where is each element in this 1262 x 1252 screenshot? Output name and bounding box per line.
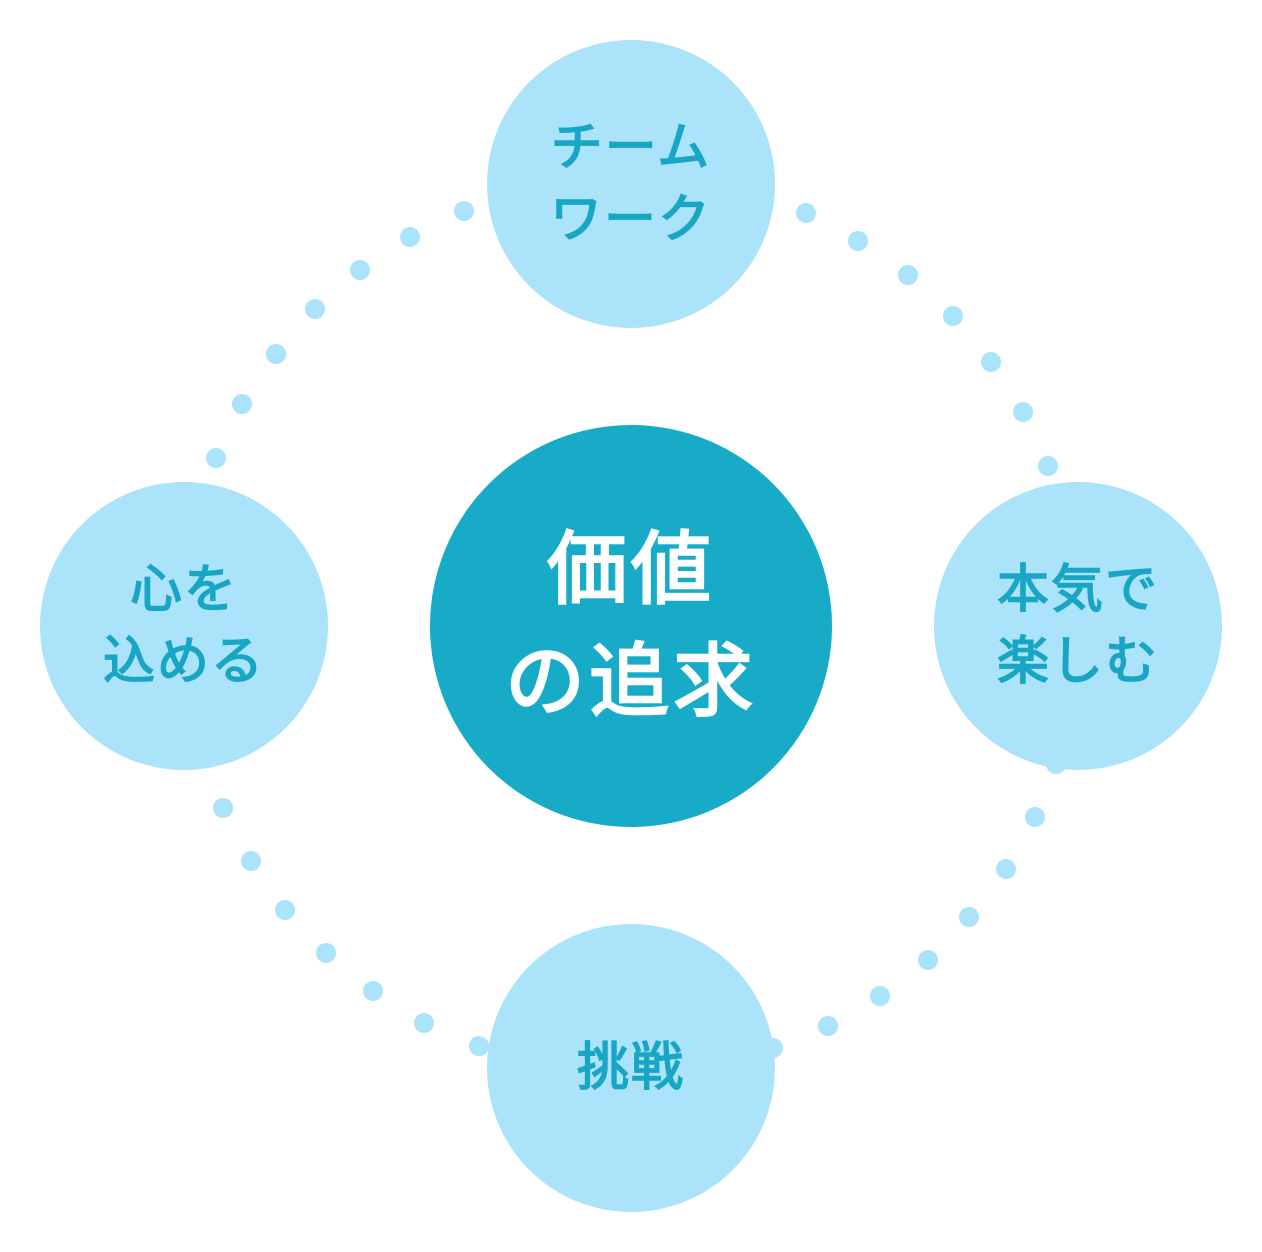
- value-circle-teamwork: チーム ワーク: [487, 40, 775, 328]
- connector-dot: [796, 203, 816, 223]
- connector-dot: [943, 306, 963, 326]
- connector-dot: [206, 448, 226, 468]
- connector-dot: [918, 950, 938, 970]
- value-label-teamwork: チーム ワーク: [549, 118, 712, 250]
- connector-dot: [818, 1016, 838, 1036]
- connector-dot: [213, 798, 233, 818]
- connector-dot: [454, 201, 474, 221]
- value-circle-wholehearted: 心を 込める: [40, 482, 328, 770]
- value-circle-challenge: 挑戦: [487, 924, 775, 1212]
- connector-dot: [469, 1036, 489, 1056]
- connector-dot: [1038, 456, 1058, 476]
- value-label-challenge: 挑戦: [576, 1038, 685, 1098]
- connector-dot: [400, 227, 420, 247]
- connector-dot: [898, 265, 918, 285]
- connector-dot: [363, 981, 383, 1001]
- connector-dot: [414, 1013, 434, 1033]
- connector-dot: [305, 299, 325, 319]
- connector-dot: [275, 900, 295, 920]
- connector-dot: [350, 260, 370, 280]
- value-label-enjoy-seriously: 本気で 楽しむ: [996, 560, 1159, 692]
- value-circle-enjoy-seriously: 本気で 楽しむ: [934, 482, 1222, 770]
- connector-dot: [870, 986, 890, 1006]
- connector-dot: [959, 907, 979, 927]
- connector-dot: [848, 231, 868, 251]
- connector-dot: [1025, 807, 1045, 827]
- center-value-circle: 価値 の追求: [430, 425, 832, 827]
- connector-dot: [981, 352, 1001, 372]
- connector-dot: [1013, 402, 1033, 422]
- connector-dot: [241, 851, 261, 871]
- connector-dot: [232, 394, 252, 414]
- connector-dot: [996, 859, 1016, 879]
- connector-dot: [316, 943, 336, 963]
- value-label-wholehearted: 心を 込める: [102, 560, 265, 692]
- connector-dot: [266, 344, 286, 364]
- center-value-label: 価値 の追求: [505, 523, 757, 728]
